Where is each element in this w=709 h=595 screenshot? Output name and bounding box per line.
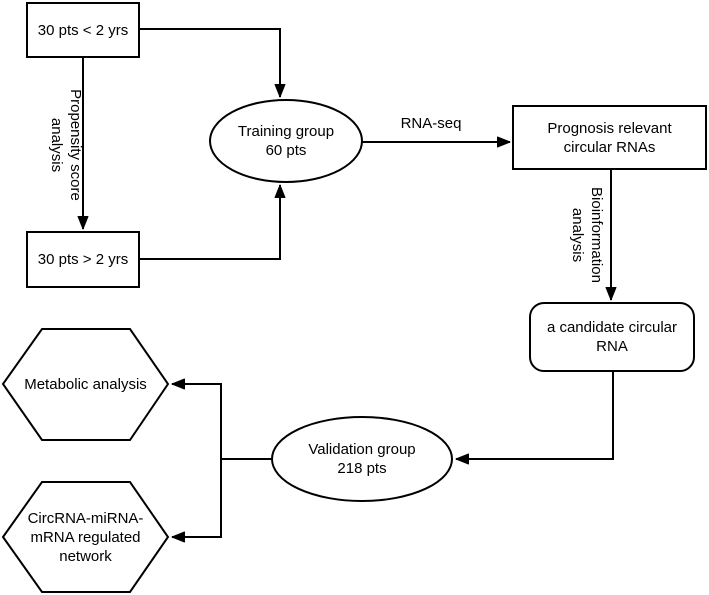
label-circrna-network-line2: mRNA regulated [30,528,141,546]
label-pts-over-2: 30 pts > 2 yrs [27,232,139,287]
node-pts-over-2 [26,231,140,288]
label-candidate-rna-line1: a candidate circular [546,319,678,336]
label-prognosis-rnas-line1: Prognosis relevant [547,119,672,137]
arrow-branch-to-metabolic [171,378,222,459]
label-validation-group-line2: 218 pts [337,460,387,477]
label-rna-seq: RNA-seq [391,112,471,134]
label-bioinformation-line1: Bioinformation [588,187,605,283]
label-circrna-network-line1: CircRNA-miRNA- [27,509,144,527]
arrow-pts-under-2-to-training [139,28,286,98]
label-pts-under-2-text: 30 pts < 2 yrs [37,21,129,39]
label-metabolic-analysis: Metabolic analysis [3,329,168,440]
label-bioinformation-line2: analysis [569,207,586,263]
label-candidate-rna: a candidate circular RNA [530,303,694,371]
arrow-branch-to-network [171,459,222,543]
label-validation-group-line1: Validation group [308,441,416,458]
label-pts-under-2: 30 pts < 2 yrs [27,3,139,57]
label-propensity-line2: analysis [48,117,65,173]
label-metabolic-analysis-text: Metabolic analysis [24,376,147,393]
label-candidate-rna-line2: RNA [596,338,628,355]
node-prognosis-rnas [512,105,707,170]
label-pts-over-2-text: 30 pts > 2 yrs [37,251,129,268]
node-circrna-network [1,481,170,593]
label-propensity-line1: Propensity score [67,89,84,201]
label-circrna-network-line3: network [59,547,112,565]
node-pts-under-2 [26,2,140,58]
label-rna-seq-text: RNA-seq [400,114,462,132]
arrow-candidate-to-validation [455,371,614,465]
label-propensity-score-analysis: Propensity score analysis [47,80,85,210]
label-training-group-line1: Training group [237,123,335,140]
label-validation-group: Validation group 218 pts [272,417,452,501]
label-prognosis-rnas: Prognosis relevant circular RNAs [513,106,706,169]
label-training-group-line2: 60 pts [265,142,307,159]
label-circrna-network: CircRNA-miRNA- mRNA regulated network [3,482,168,592]
label-prognosis-rnas-line2: circular RNAs [563,138,656,156]
label-training-group: Training group 60 pts [210,100,362,182]
label-bioinformation-analysis: Bioinformation analysis [568,175,606,295]
node-metabolic-analysis [1,328,170,441]
arrow-pts-over-2-to-training [139,184,286,260]
